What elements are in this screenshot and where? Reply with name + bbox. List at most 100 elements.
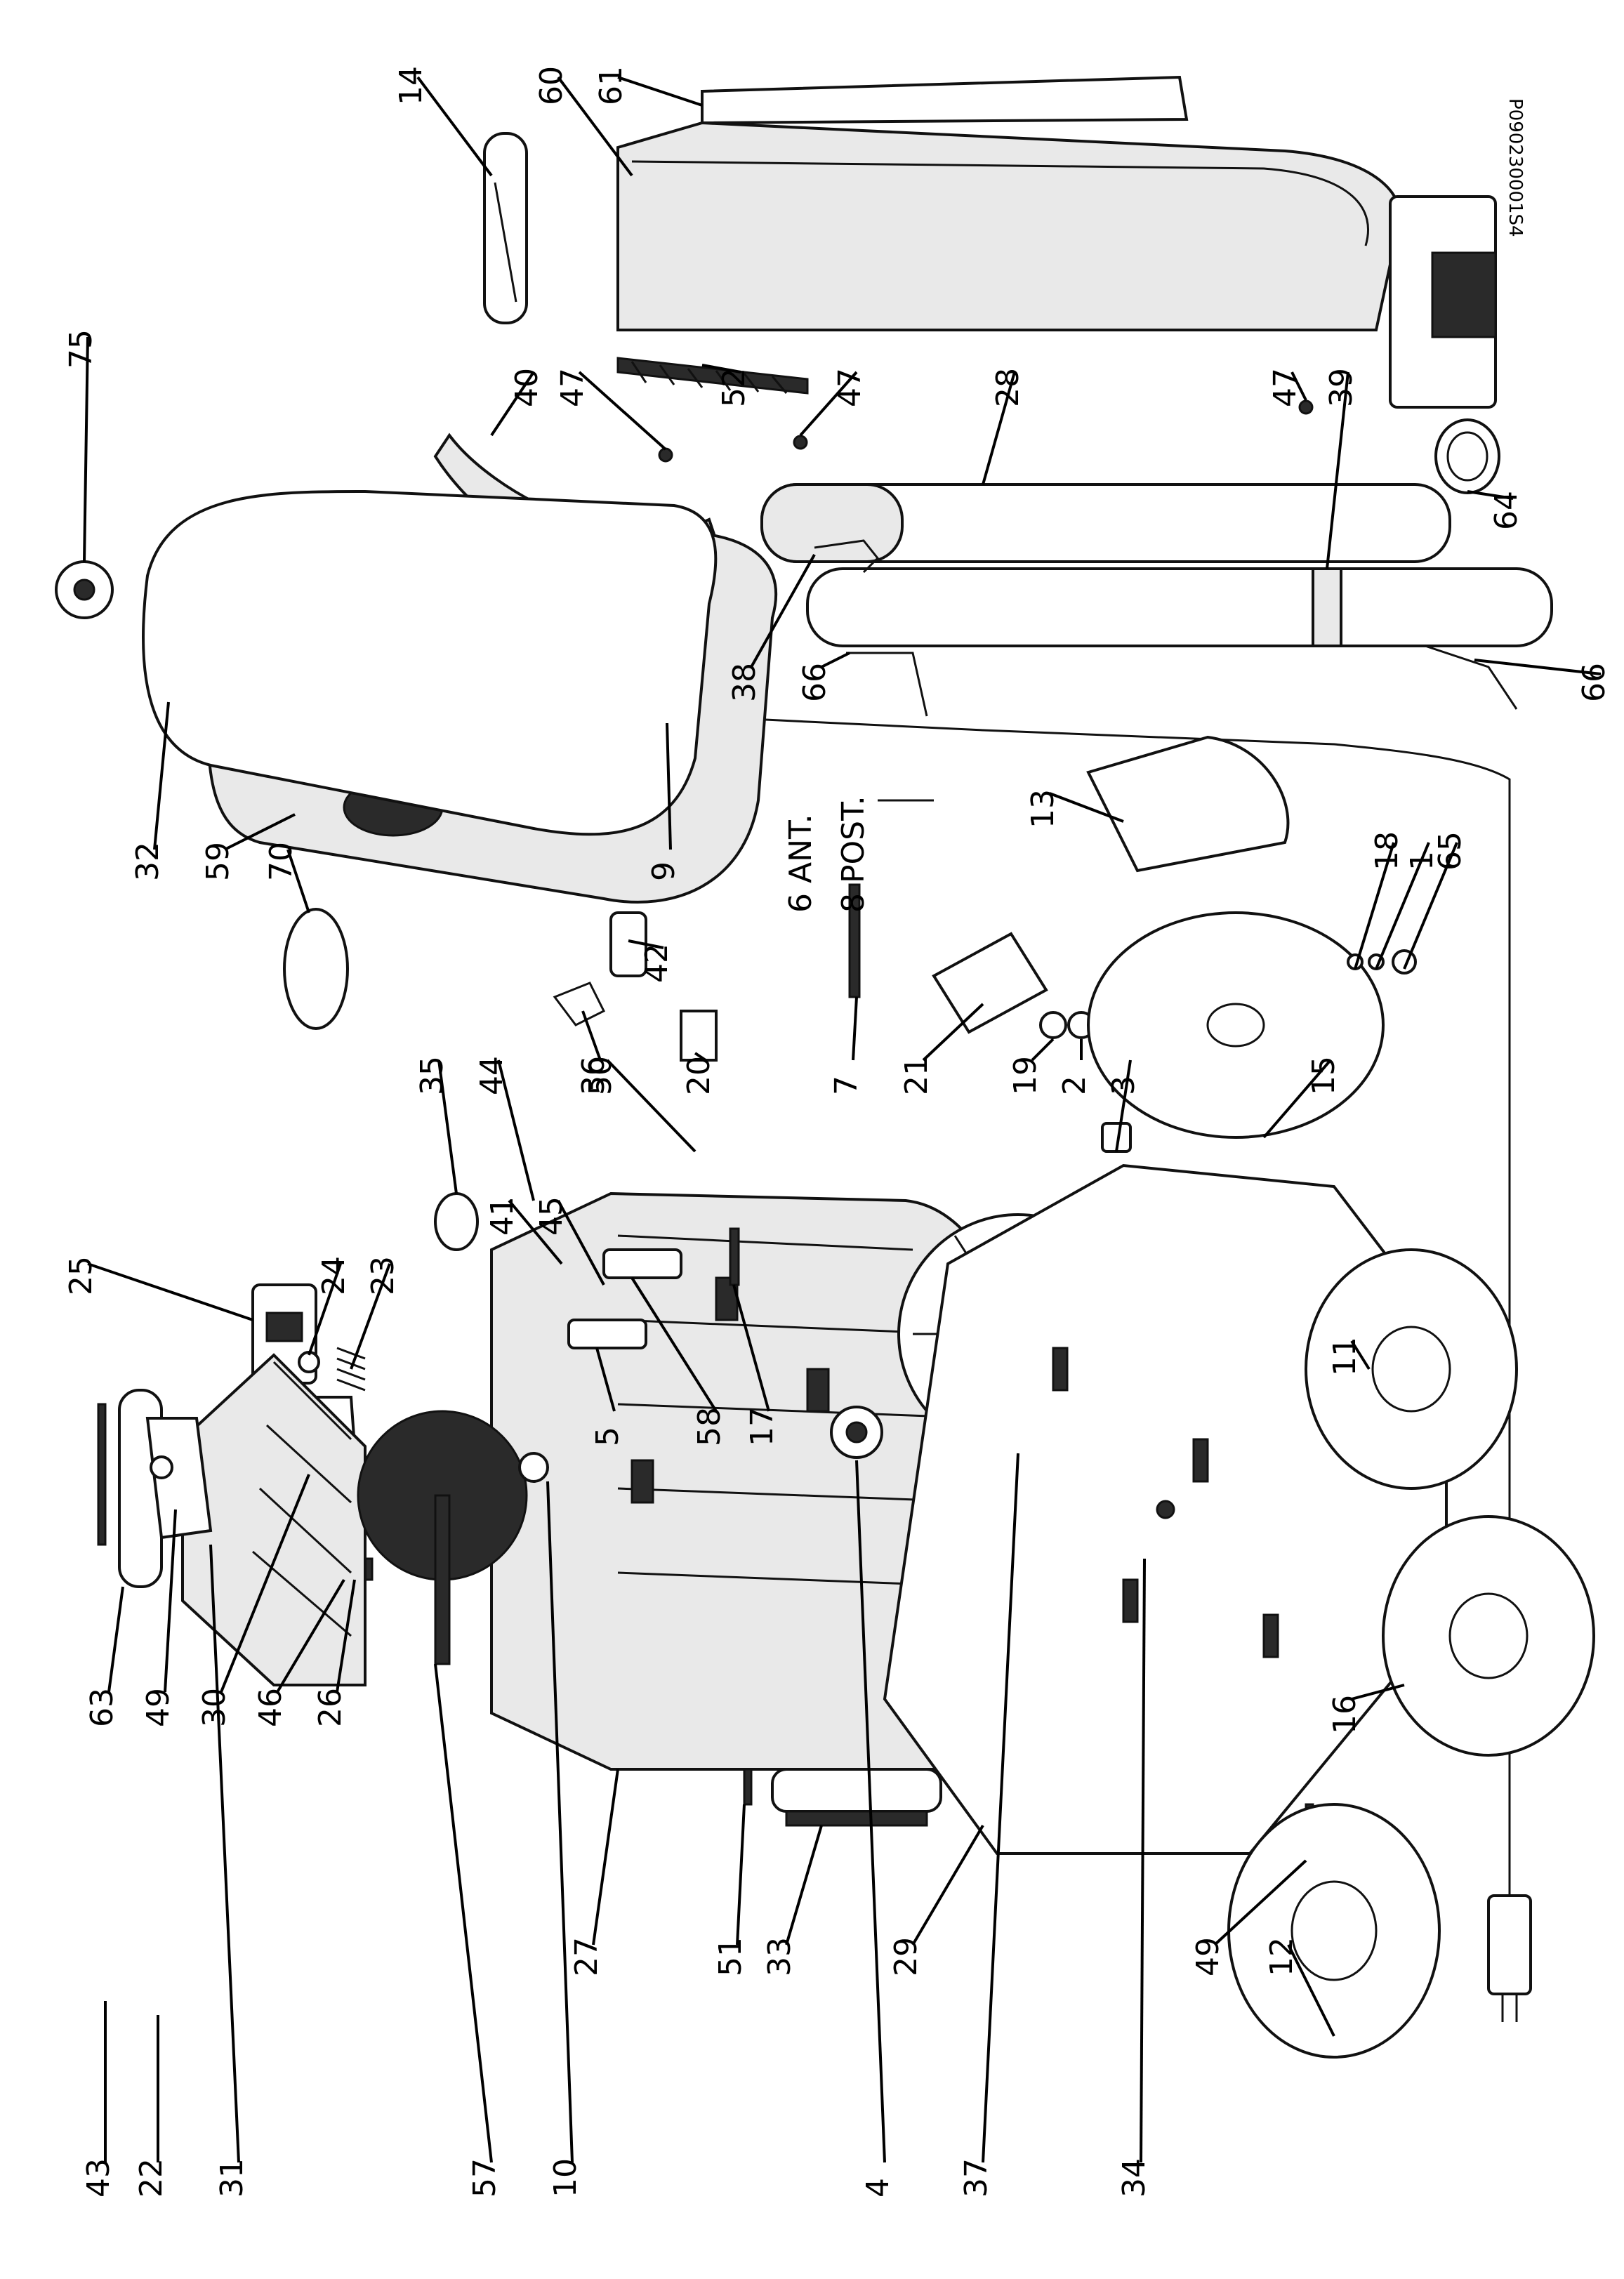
svg-text:5: 5	[590, 1427, 626, 1446]
svg-text:51: 51	[713, 1937, 748, 1976]
leader-lines	[83, 76, 1602, 2163]
callout-31: 31	[214, 2158, 250, 2198]
axle-7	[848, 883, 861, 998]
leader-line	[1031, 1038, 1055, 1062]
callout-47-a: 47	[555, 368, 590, 407]
leader-line	[1375, 842, 1430, 970]
leader-line	[220, 1474, 310, 1693]
svg-text:8 POST.: 8 POST.	[836, 795, 871, 913]
leader-line	[694, 1052, 707, 1062]
callout-7: 7	[828, 1076, 864, 1095]
leader-line	[434, 1663, 493, 2163]
leader-line	[83, 336, 89, 562]
leader-line	[1262, 1059, 1332, 1139]
callout-40: 40	[509, 368, 545, 407]
callout-38: 38	[727, 663, 763, 702]
leader-line	[595, 1347, 616, 1412]
screw-43	[97, 1403, 107, 1546]
callout-23: 23	[365, 1256, 401, 1295]
svg-text:65: 65	[1432, 831, 1468, 871]
leader-line	[336, 1579, 356, 1693]
svg-text:22: 22	[133, 2158, 169, 2198]
plate-21	[932, 932, 1048, 1034]
hood-cover-32	[142, 489, 718, 836]
svg-text:59: 59	[200, 842, 236, 881]
callout-19: 19	[1008, 1056, 1043, 1095]
leader-line	[416, 76, 493, 177]
svg-text:25: 25	[63, 1256, 99, 1295]
ball-24	[298, 1351, 320, 1373]
callout-21: 21	[899, 1056, 935, 1095]
svg-text:3: 3	[1106, 1076, 1142, 1095]
callout-24: 24	[316, 1256, 352, 1295]
bearing-4	[830, 1406, 883, 1459]
callout-25: 25	[63, 1256, 99, 1295]
callout-64: 64	[1488, 491, 1524, 530]
leader-line	[736, 1804, 746, 1946]
document-code: P090230001S4	[1505, 98, 1526, 237]
callout-50: 50	[583, 1056, 619, 1095]
callout-34: 34	[1116, 2158, 1152, 2198]
callout-37: 37	[958, 2158, 994, 2198]
svg-text:63: 63	[84, 1688, 120, 1727]
leader-line	[581, 1010, 602, 1061]
leader-line	[631, 1276, 718, 1413]
leader-line	[286, 849, 310, 913]
leader-line	[1474, 659, 1602, 675]
leader-line	[628, 939, 664, 949]
svg-text:50: 50	[583, 1056, 619, 1095]
svg-text:P090230001S4: P090230001S4	[1505, 98, 1526, 237]
callout-22: 22	[133, 2158, 169, 2198]
leader-line	[855, 1460, 886, 2163]
svg-text:19: 19	[1008, 1056, 1043, 1095]
callout-46: 46	[253, 1688, 289, 1727]
svg-text:16: 16	[1327, 1695, 1363, 1734]
callout-14: 14	[393, 66, 429, 105]
washer-10	[518, 1452, 549, 1483]
svg-text:31: 31	[214, 2158, 250, 2198]
leader-line	[1467, 490, 1514, 500]
leader-line	[557, 76, 633, 177]
leader-line	[224, 813, 296, 851]
callout-2: 2	[1057, 1076, 1092, 1095]
leader-line	[557, 1200, 605, 1286]
leader-line	[1403, 842, 1458, 970]
callout-47-b: 47	[832, 368, 868, 407]
callout-49-lower: 49	[1190, 1937, 1226, 1976]
callout-30: 30	[197, 1688, 232, 1727]
svg-text:23: 23	[365, 1256, 401, 1295]
callout-58: 58	[692, 1407, 727, 1446]
leader-line	[1290, 371, 1307, 401]
leader-line	[617, 76, 703, 107]
callout-63: 63	[84, 1688, 120, 1727]
brush-12	[1227, 1803, 1441, 2059]
terminal-20	[680, 1010, 718, 1062]
callout-47-c: 47	[1267, 368, 1303, 407]
leader-line	[107, 1586, 124, 1693]
callout-11: 11	[1327, 1337, 1363, 1376]
callout-18: 18	[1369, 831, 1405, 871]
leader-line	[209, 1544, 240, 2163]
wheel-13	[1086, 735, 1290, 873]
svg-text:2: 2	[1057, 1076, 1092, 1095]
svg-text:43: 43	[81, 2158, 117, 2198]
callout-60: 60	[534, 66, 569, 105]
callout-10: 10	[548, 2158, 583, 2198]
svg-text:34: 34	[1116, 2158, 1152, 2198]
callout-3: 3	[1106, 1076, 1142, 1095]
svg-text:14: 14	[393, 66, 429, 105]
svg-text:13: 13	[1025, 789, 1061, 828]
callout-45: 45	[534, 1196, 569, 1236]
leader-line	[982, 371, 1016, 485]
svg-text:28: 28	[990, 368, 1026, 407]
svg-text:45: 45	[534, 1196, 569, 1236]
svg-text:40: 40	[509, 368, 545, 407]
leader-line	[490, 371, 535, 437]
callout-12: 12	[1264, 1937, 1300, 1976]
svg-text:26: 26	[312, 1688, 348, 1727]
svg-text:37: 37	[958, 2158, 994, 2198]
leader-line	[546, 1481, 574, 2163]
leader-line	[750, 554, 816, 668]
svg-text:33: 33	[762, 1937, 798, 1976]
svg-text:70: 70	[263, 842, 299, 881]
